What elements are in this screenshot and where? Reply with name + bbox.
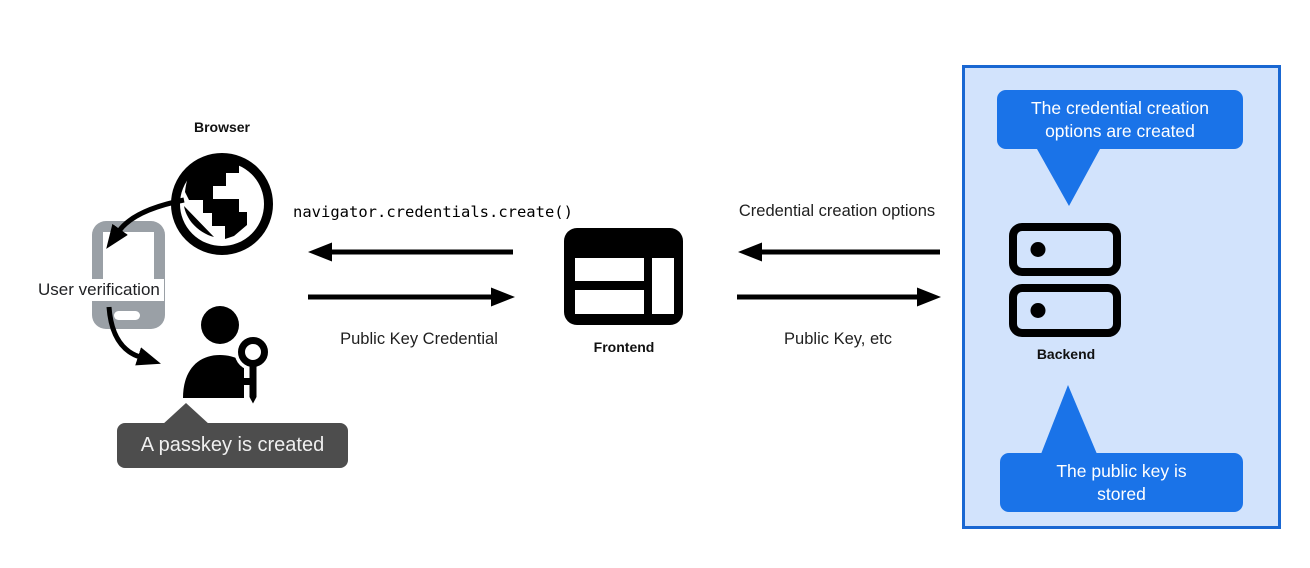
credential-creation-options-label: Credential creation options [738, 202, 936, 220]
backend-node-label: Backend [1036, 346, 1096, 362]
browser-window-icon [564, 228, 683, 325]
server-stack-icon [1009, 223, 1121, 337]
passkey-created-callout: A passkey is created [117, 423, 348, 468]
key-stored-callout-tail [1041, 385, 1097, 454]
globe-icon [171, 153, 273, 255]
browser-node-label: Browser [193, 119, 251, 135]
frontend-node-label: Frontend [593, 339, 655, 355]
user-with-key-icon [183, 306, 272, 404]
passkey-callout-tail [162, 403, 210, 425]
create-call-label: navigator.credentials.create() [293, 203, 573, 221]
backend-panel: The credential creation options are crea… [962, 65, 1281, 529]
key-stored-callout: The public key is stored [1000, 453, 1243, 512]
options-callout-tail [1037, 149, 1100, 206]
public-key-credential-label: Public Key Credential [340, 330, 498, 348]
smartphone-icon [92, 221, 165, 329]
public-key-etc-label: Public Key, etc [784, 330, 892, 348]
user-verification-label: User verification [34, 279, 164, 301]
options-created-callout: The credential creation options are crea… [997, 90, 1243, 149]
